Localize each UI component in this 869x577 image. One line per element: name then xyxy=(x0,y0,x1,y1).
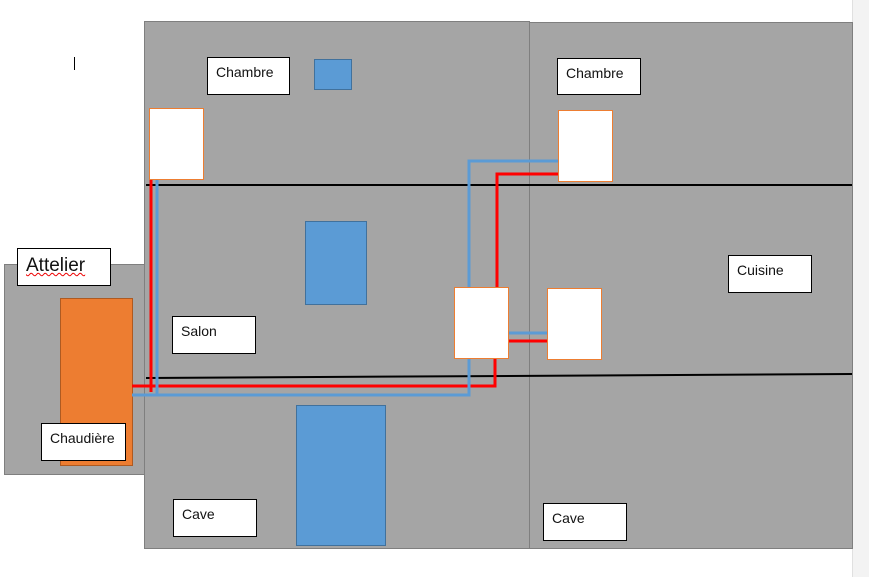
hot-pipe-main xyxy=(132,358,497,388)
label-salon: Salon xyxy=(172,316,256,354)
text-cursor xyxy=(74,57,75,70)
radiator-cuisine xyxy=(547,288,602,360)
label-chambre-left: Chambre xyxy=(207,57,290,95)
label-attelier-text: Attelier xyxy=(26,255,86,276)
cold-pipe-main xyxy=(132,159,558,397)
floor-line-lower xyxy=(145,373,853,379)
window-salon xyxy=(305,221,367,305)
label-chambre-right: Chambre xyxy=(557,58,641,95)
radiator-chambre-left xyxy=(149,108,204,180)
label-attelier: Attelier xyxy=(17,248,111,286)
label-cave-left: Cave xyxy=(173,499,257,537)
label-chaudiere: Chaudière xyxy=(41,423,126,461)
radiator-chambre-right xyxy=(558,110,613,182)
label-cuisine: Cuisine xyxy=(728,255,812,293)
window-chambre xyxy=(314,59,352,90)
hot-pipe-riser-right xyxy=(495,172,558,287)
label-cave-right: Cave xyxy=(543,503,627,541)
radiator-salon xyxy=(454,287,509,359)
tank-cave xyxy=(296,405,386,546)
